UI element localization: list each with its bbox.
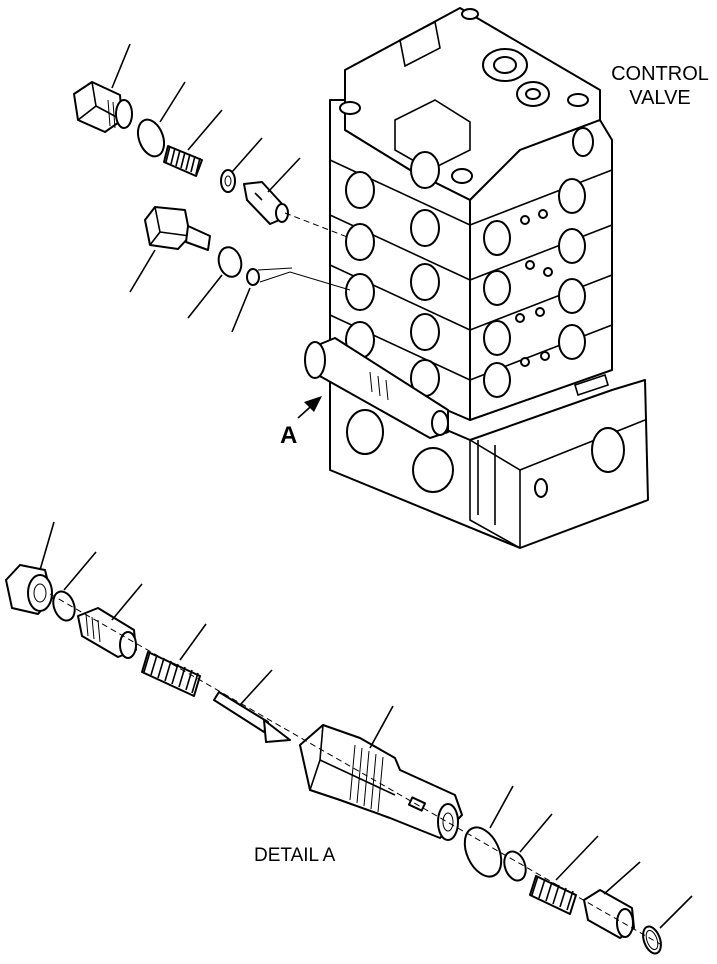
detail-caption: DETAIL A [254, 845, 336, 866]
view-marker-label: A [280, 422, 298, 449]
upper-exploded-parts [73, 43, 351, 333]
control-valve-label-line2: VALVE [629, 87, 691, 109]
control-valve-label: CONTROL VALVE [604, 62, 716, 110]
control-valve-body [304, 7, 649, 549]
spring-upper [163, 145, 203, 177]
detail-a-exploded-parts [5, 521, 693, 955]
spring-detail-large [141, 651, 201, 697]
view-arrow-a [297, 396, 322, 419]
spring-detail-small [529, 875, 577, 915]
control-valve-label-line1: CONTROL [611, 63, 709, 85]
